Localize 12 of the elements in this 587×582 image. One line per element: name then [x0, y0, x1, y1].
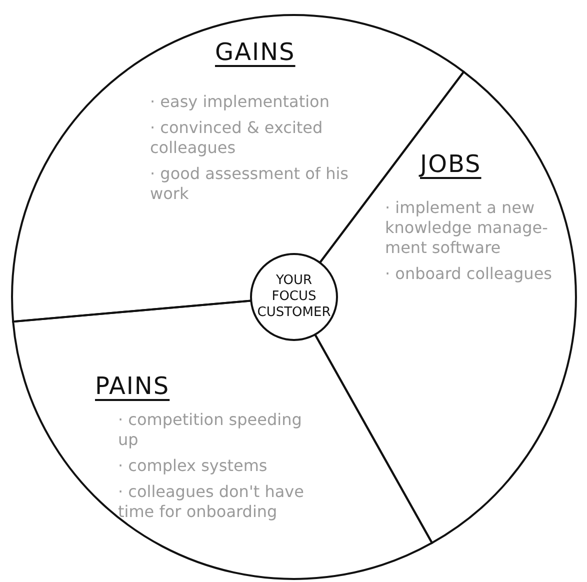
section-heading: GAINS	[215, 38, 296, 66]
list-item: · good assessment of his work	[150, 164, 350, 204]
list-item: · convinced & excited colleagues	[150, 118, 324, 158]
section-heading: PAINS	[95, 372, 170, 400]
list-item: · colleagues don't have time for onboarding	[118, 482, 305, 522]
list-item: · onboard colleagues	[385, 264, 553, 284]
section-heading: JOBS	[420, 150, 482, 178]
list-item: · complex systems	[118, 456, 268, 476]
list-item: · easy implementation	[150, 92, 330, 112]
focus-circle: YOUR FOCUS CUSTOMER	[250, 253, 338, 341]
list-item: · competition speeding up	[118, 410, 303, 450]
list-item: · implement a new knowledge manage- ment software	[385, 198, 549, 258]
